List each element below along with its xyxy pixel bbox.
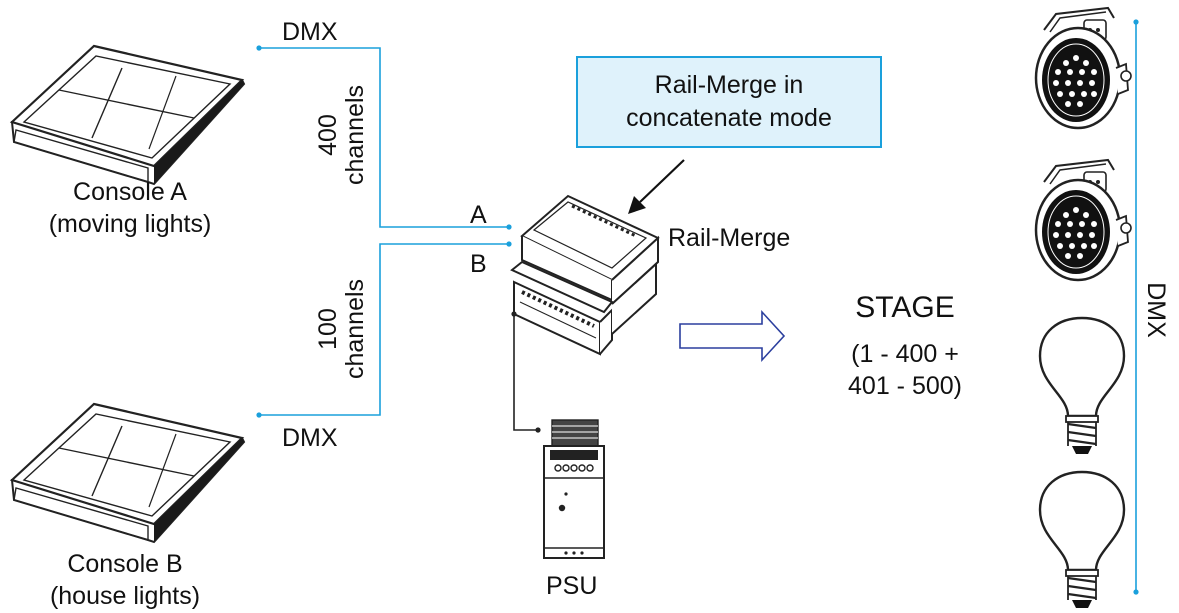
port-a-label: A [470,201,487,229]
line-a-channel-label: 400 channels [314,75,369,195]
dmx-a-label: DMX [282,18,338,46]
port-a-dot [506,224,512,230]
rail-merge-label: Rail-Merge [668,224,791,252]
par-can-2-icon [1034,158,1133,282]
console-a-role: (moving lights) [48,210,212,238]
rail-merge-device-icon [510,194,660,356]
callout-line-2: concatenate mode [626,104,832,132]
line-a-channel-unit: channels [341,84,369,186]
dmx-line-b [259,243,509,416]
bulb-1-icon [1038,316,1126,456]
stage-range: (1 - 400 + 401 - 500) [820,338,990,402]
port-b-label: B [470,250,487,278]
console-b-role: (house lights) [49,582,201,610]
output-line-bottom-dot [1133,589,1139,595]
console-a-label: Console A (moving lights) [10,176,250,240]
par-can-1-icon [1034,6,1133,130]
dmx-output-label: DMX [1139,282,1172,338]
psu-wire-dot-top [511,311,517,317]
line-b-channel-count: 100 [314,308,342,350]
bulb-2-icon [1038,470,1126,610]
console-a-name: Console A [73,178,187,206]
console-a-icon [10,44,246,186]
line-a-channel-count: 400 [314,114,342,156]
psu-icon [543,419,605,559]
line-b-channel-unit: channels [341,278,369,380]
stage-title: STAGE [855,291,955,324]
psu-label: PSU [546,572,598,600]
psu-wire-dot-bottom [535,427,541,433]
dmx-b-label: DMX [282,424,338,452]
psu-wire [513,314,538,431]
dmx-line-a [259,47,509,228]
stage-range-line-2: 401 - 500) [848,372,962,400]
callout-line-1: Rail-Merge in [654,71,804,99]
console-b-label: Console B (house lights) [0,548,250,612]
stage-range-line-1: (1 - 400 + [851,340,959,368]
output-arrow-icon [679,309,786,363]
port-b-dot [506,241,512,247]
console-b-icon [10,402,246,544]
mode-callout: Rail-Merge in concatenate mode [576,56,882,148]
line-b-channel-label: 100 channels [314,269,369,389]
callout-pointer-arrow [628,159,685,214]
line-a-end-dot [256,45,262,51]
line-b-end-dot [256,412,262,418]
output-line-top-dot [1133,19,1139,25]
console-b-name: Console B [67,550,183,578]
